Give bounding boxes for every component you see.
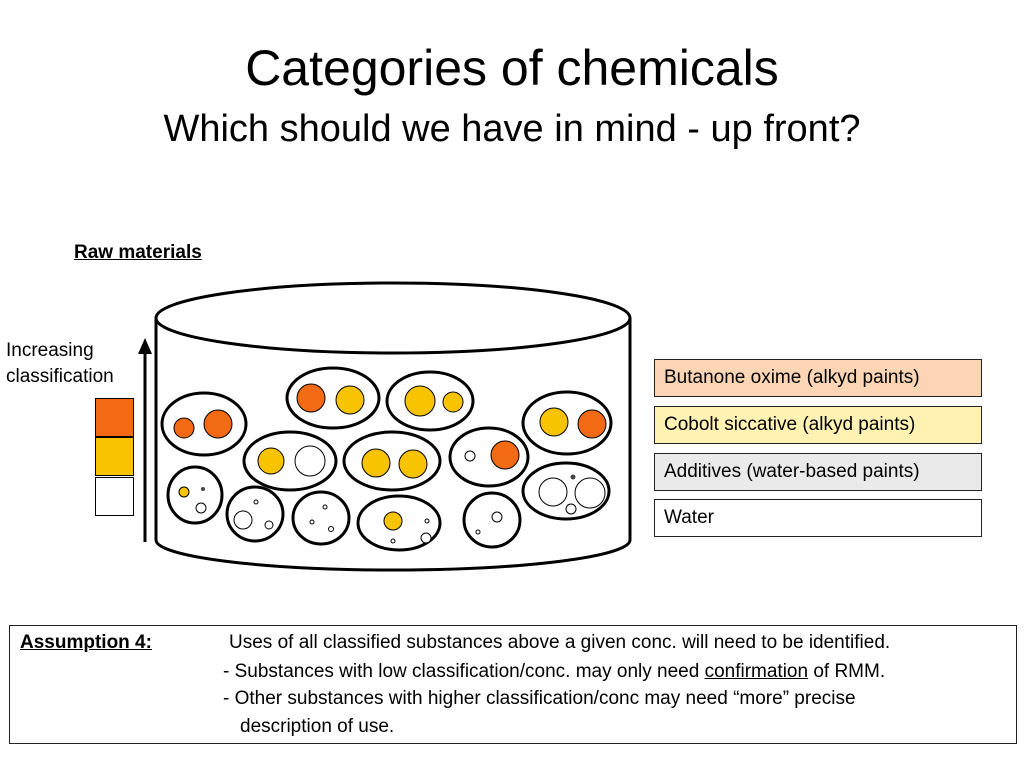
particle-medium [361,448,391,478]
increasing-classification-label: Increasing classification [6,338,114,390]
particle-low [390,538,396,544]
particle-low [565,503,577,515]
assumption-line-2-start: - Substances with low classification/con… [223,661,705,682]
raw-material-group [448,426,530,488]
legend-item-additives: Additives (water-based paints) [654,453,982,491]
scale-box-high [95,398,134,437]
particle-low [574,477,606,509]
particle-low [424,518,430,524]
raw-materials-label: Raw materials [74,242,202,263]
particle-low [475,529,481,535]
particle-medium [404,385,436,417]
particle-medium [539,407,569,437]
raw-material-group [242,430,338,492]
assumption-line-2-end: of RMM. [808,661,886,682]
particle-low [538,477,568,507]
particle-high [203,409,233,439]
particle-low [464,450,476,462]
particle-medium [335,385,365,415]
raw-material-group [356,494,442,552]
raw-material-group [285,366,381,430]
axis-label-line1: Increasing [6,340,94,361]
slide-subtitle: Which should we have in mind - up front? [163,108,861,150]
particle-low [328,526,334,532]
assumption-confirmation-word: confirmation [704,661,809,682]
assumption-line-1: Uses of all classified substances above … [229,632,891,653]
raw-material-group [166,465,224,525]
raw-material-groups [160,366,613,552]
raw-material-group [521,390,613,456]
particle-medium [398,449,428,479]
raw-material-group [342,430,442,492]
axis-label-line2: classification [6,366,114,387]
particle-low [195,502,207,514]
particle-high [577,409,607,439]
particle-trace [201,487,205,491]
assumption-heading: Assumption 4: [20,632,152,653]
particle-low [420,532,432,544]
assumption-box: Assumption 4: Uses of all classified sub… [9,625,1017,744]
particle-low [322,504,328,510]
legend-item-water: Water [654,499,982,537]
scale-box-low [95,477,134,516]
scale-box-medium [95,437,134,476]
legend-item-cobolt-siccative: Cobolt siccative (alkyd paints) [654,406,982,444]
particle-high [490,440,520,470]
particle-low [253,499,259,505]
slide-title: Categories of chemicals [245,40,779,96]
particle-low [294,445,326,477]
particle-medium [442,391,464,413]
particle-low [233,510,253,530]
raw-material-group [385,370,475,432]
particle-high [296,383,326,413]
particle-low [491,511,503,523]
particle-high [173,417,195,439]
raw-material-group [160,391,248,457]
barrel-top [154,281,632,355]
classification-arrow-head [138,338,152,354]
assumption-line-4: description of use. [240,716,395,737]
raw-material-group [225,485,285,543]
particle-medium [178,486,190,498]
assumption-line-2: - Substances with low classification/con… [223,661,885,683]
raw-material-group [462,491,522,549]
particle-trace [570,474,576,480]
particle-medium [257,447,285,475]
assumption-line-3: - Other substances with higher classific… [223,688,856,709]
raw-material-group [291,490,351,546]
raw-material-group [521,461,611,521]
particle-low [309,519,315,525]
particle-low [264,520,274,530]
legend-item-butanone-oxime: Butanone oxime (alkyd paints) [654,359,982,397]
particle-medium [383,511,403,531]
